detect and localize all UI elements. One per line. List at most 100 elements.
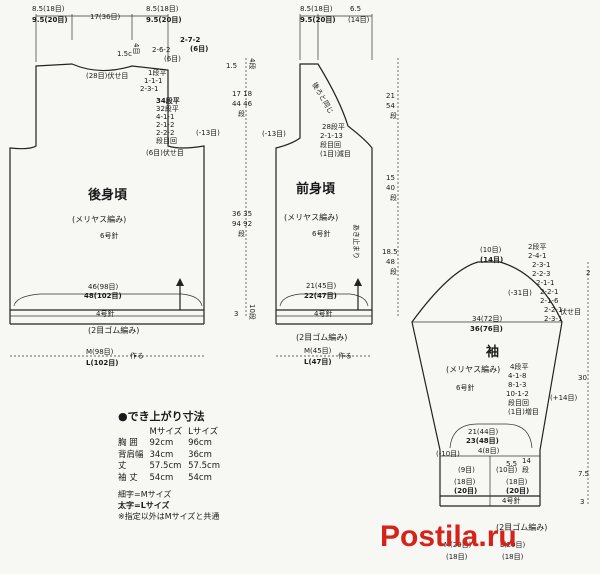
- sleeve-cast-l2: (18目): [502, 553, 524, 561]
- sleeve-cap-3: 2-3-1: [532, 261, 550, 269]
- back-rib-h: 3: [234, 310, 238, 318]
- sleeve-slit-e: 14: [522, 457, 531, 465]
- back-neck-dec1b: (6目): [190, 45, 208, 53]
- back-piece: 8.5(18目) 9.5(20目) 17(36目) 8.5(18目) 9.5(2…: [9, 5, 257, 367]
- front-dec-4: (1目)減目: [320, 149, 351, 158]
- back-outline: [9, 63, 205, 311]
- back-neck-width: 17(36目): [90, 13, 121, 21]
- sleeve-cap-6: 2-2-1: [540, 288, 558, 296]
- sleeve-cuff-b: (20目): [454, 487, 477, 495]
- back-h2b: 44 46: [232, 100, 253, 108]
- front-h3c: 段: [390, 267, 397, 276]
- back-arm-3: 4-1-1: [156, 113, 174, 121]
- front-back-note: 後ろと同じ: [310, 81, 335, 116]
- sleeve-cast-m2: (18目): [446, 553, 468, 561]
- finished-size-summary: ●でき上がり寸法 Mサイズ Lサイズ 胸 囲 92cm 96cm 背肩幅 34c…: [118, 410, 293, 523]
- back-title: 後身頃: [88, 187, 128, 203]
- note-common: ※指定以外はMサイズと共通: [118, 511, 220, 521]
- back-arm-1: 34段平: [156, 96, 180, 105]
- sleeve-cap-top2: (14目): [480, 256, 503, 264]
- summary-row-label: 背肩幅: [118, 449, 144, 460]
- sleeve-cuff-curve: [449, 423, 533, 449]
- sleeve-inc-6: (1目)増目: [508, 407, 539, 416]
- front-stitch: (メリヤス編み): [284, 212, 338, 222]
- table-row: 袖 丈 54cm 54cm: [118, 473, 226, 484]
- summary-row-m: 92cm: [149, 438, 174, 449]
- sleeve-inc-4: 10-1-2: [506, 390, 529, 398]
- back-hem-m: 46(98目): [88, 283, 119, 291]
- back-cast-l: L(102目): [86, 359, 118, 367]
- back-neck-dec2: 2-6-2: [152, 46, 170, 54]
- sleeve-cap-8: 2-2-1: [544, 306, 562, 314]
- summary-col-l: Lサイズ: [188, 426, 219, 437]
- sleeve-inc-1: 4段平: [510, 362, 528, 371]
- front-dec-2: 2-1-13: [320, 132, 343, 140]
- sleeve-slit-d: 5.5: [506, 460, 517, 468]
- sleeve-stitch: (メリヤス編み): [446, 364, 500, 374]
- front-hem-m: 21(45目): [306, 282, 337, 290]
- sleeve-cuff-needle: 4号針: [502, 496, 520, 505]
- front-rib-needle: 4号針: [314, 309, 332, 318]
- back-cast-m: M(98目): [86, 348, 114, 356]
- sleeve-cuff-m: 21(44目): [468, 428, 499, 436]
- sleeve-cap-2: 2-4-1: [528, 252, 546, 260]
- watermark-logo: Postila.ru: [380, 520, 517, 553]
- front-top-r2: (14目): [348, 16, 370, 24]
- sleeve-rib: (2目ゴム編み): [496, 522, 547, 532]
- back-rib-needle: 4号針: [96, 309, 114, 318]
- sleeve-cap-top: (10目): [480, 246, 502, 254]
- summary-notes: 細字=Mサイズ 太字=Lサイズ ※指定以外はMサイズと共通: [118, 490, 293, 522]
- back-top-width-r: 8.5(18目): [146, 5, 179, 13]
- sleeve-cap-dec: (-31目): [508, 289, 532, 297]
- table-row: 胸 囲 92cm 96cm: [118, 438, 226, 449]
- front-h2b: 40: [386, 184, 395, 192]
- back-shoulder-3: 2-3-1: [140, 85, 158, 93]
- back-top-width-l: 9.5(20目): [32, 16, 68, 24]
- front-cast-l: L(47目): [304, 358, 332, 366]
- front-hem-l: 22(47目): [304, 292, 337, 300]
- front-cast-suffix: 作る: [338, 351, 352, 360]
- back-top-width-r-l: 9.5(20目): [146, 16, 182, 24]
- front-hem-curve: [279, 293, 369, 307]
- back-arm-5: 2-2-2: [156, 129, 174, 137]
- sleeve-piece: (10目) (14目) 2段平 2-4-1 2-3-1 2-2-3 2-1-1 …: [411, 242, 590, 561]
- summary-row-m: 34cm: [149, 449, 174, 460]
- front-h2c: 段: [390, 193, 397, 202]
- summary-row-m: 54cm: [149, 472, 174, 483]
- summary-row-l: 54cm: [188, 472, 212, 483]
- back-neck-h2: 4目: [132, 43, 140, 54]
- sleeve-cast-l: L(29目): [500, 541, 526, 549]
- back-hem-curve: [13, 293, 203, 307]
- sleeve-title: 袖: [486, 344, 499, 360]
- front-rib: (2目ゴム編み): [296, 332, 347, 342]
- back-hem-l: 48(102目): [84, 292, 122, 300]
- front-h3b: 48: [386, 258, 395, 266]
- summary-row-label: 胸 囲: [118, 438, 138, 449]
- front-h1c: 段: [390, 111, 397, 120]
- summary-row-l: 96cm: [188, 438, 212, 449]
- summary-row-l: 36cm: [188, 449, 212, 460]
- sleeve-inc-total: (+14目): [550, 394, 578, 402]
- back-arm-dec: (-13目): [196, 129, 220, 137]
- front-dec-total: (-13目): [262, 130, 286, 138]
- back-neck-bind: (28目)伏せ目: [86, 71, 128, 80]
- back-shoulder-2: 1-1-1: [144, 77, 162, 85]
- summary-row-m: 57.5cm: [149, 461, 182, 472]
- sleeve-slit-c: (10目): [496, 466, 518, 474]
- front-top-r: 6.5: [350, 5, 361, 13]
- back-h1b: 4段: [248, 58, 257, 69]
- sleeve-width-l: 36(76目): [470, 325, 503, 333]
- front-h1b: 54: [386, 102, 395, 110]
- sleeve-cuff-c: (18目): [506, 478, 528, 486]
- note-thin: 細字=Mサイズ: [118, 490, 172, 500]
- back-rib-h2: 10段: [248, 304, 257, 320]
- back-neck-h: 1.5c: [117, 50, 132, 58]
- back-arm-bind: (6目)伏せ目: [146, 148, 184, 157]
- front-arrow-head: [354, 278, 362, 286]
- summary-row-l: 57.5cm: [188, 461, 220, 472]
- front-needle: 6号針: [312, 229, 330, 238]
- front-cast-m: M(45目): [304, 347, 332, 355]
- front-h2: 15: [386, 174, 395, 182]
- sleeve-cuff-d: (20目): [506, 487, 529, 495]
